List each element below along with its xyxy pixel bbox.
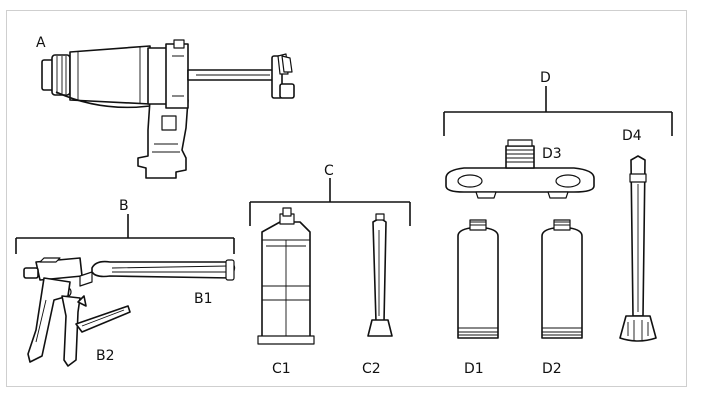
diagram-frame — [6, 10, 687, 387]
manifold-d3 — [445, 139, 595, 199]
mixer-nozzle-d4 — [619, 155, 657, 342]
label-a: A — [36, 35, 46, 51]
label-d2: D2 — [542, 361, 562, 377]
label-d1: D1 — [464, 361, 484, 377]
label-d: D — [540, 70, 551, 86]
bracket-d — [443, 86, 673, 136]
cartridge-tube-d2 — [541, 219, 583, 339]
label-c: C — [324, 163, 334, 179]
bracket-c — [249, 178, 411, 226]
label-b2: B2 — [96, 348, 115, 364]
label-b1: B1 — [194, 291, 213, 307]
bracket-b — [15, 214, 235, 254]
dual-cartridge-c1 — [257, 207, 315, 345]
trigger — [161, 115, 177, 131]
mixer-nozzle-c2 — [367, 213, 393, 337]
manual-gun-b2 — [23, 257, 131, 367]
cartridge-tube-d1 — [457, 219, 499, 339]
label-b: B — [119, 198, 129, 214]
label-c1: C1 — [272, 361, 291, 377]
label-d3: D3 — [542, 146, 562, 162]
pneumatic-gun-a — [41, 39, 295, 179]
plunger-rod-b1 — [91, 259, 236, 281]
label-d4: D4 — [622, 128, 642, 144]
label-c2: C2 — [362, 361, 381, 377]
